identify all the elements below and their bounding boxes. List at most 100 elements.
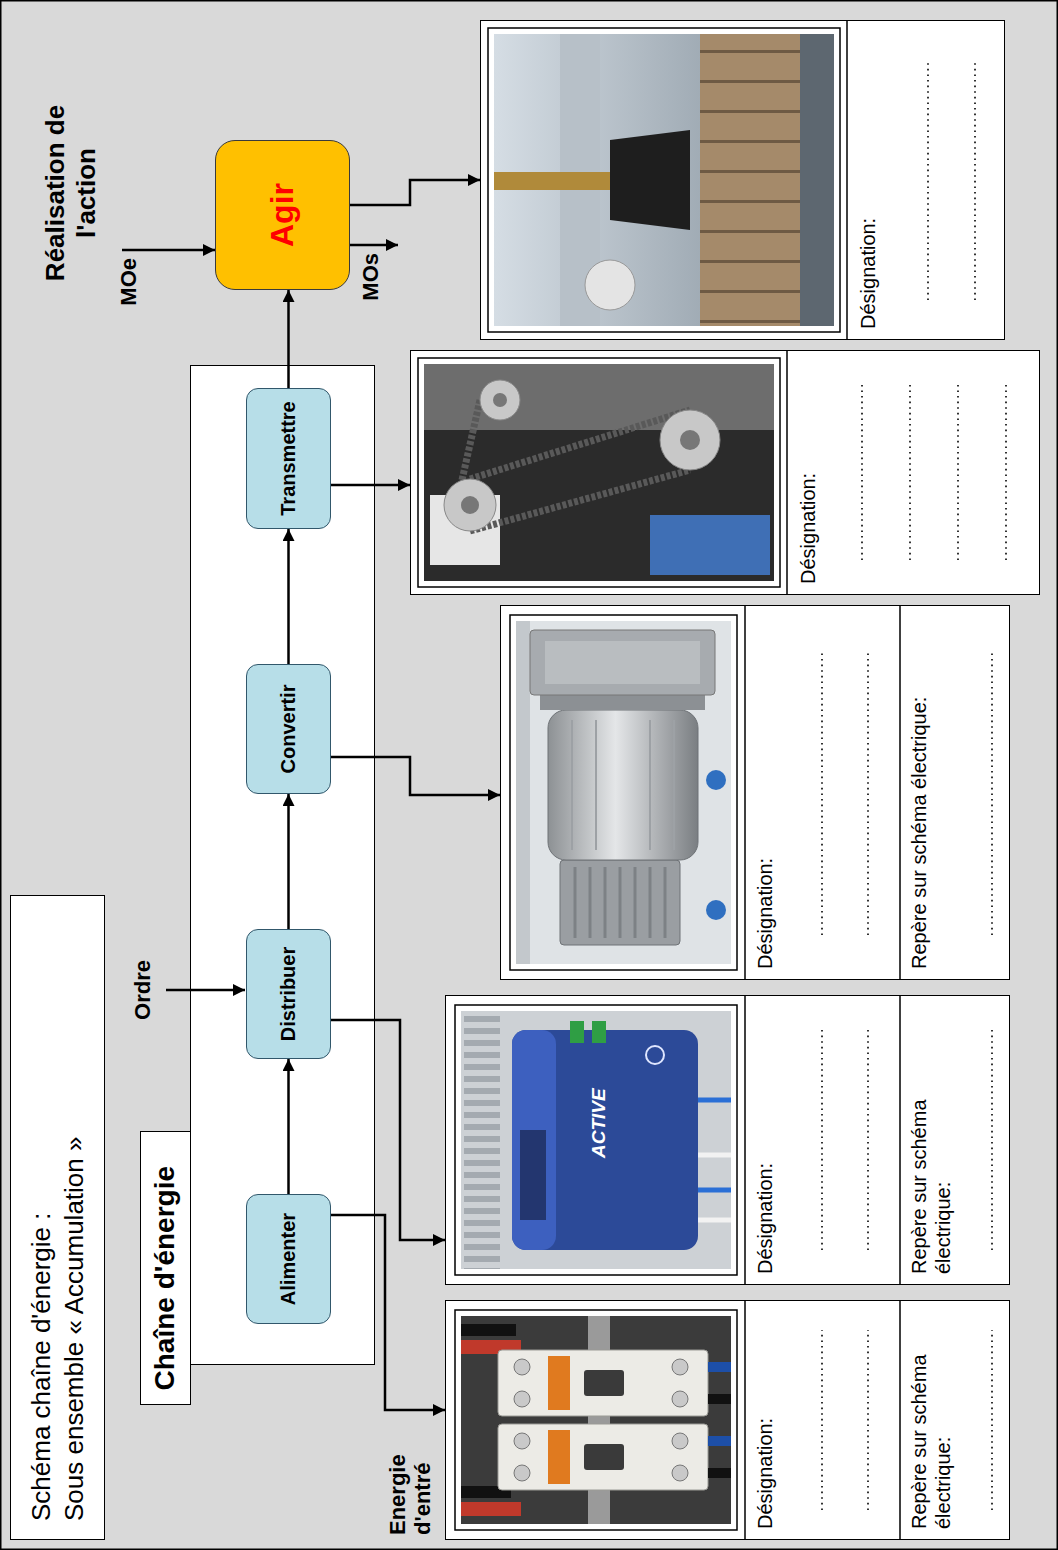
function-label: Distribuer <box>277 947 300 1041</box>
drive-photo-part <box>698 1100 731 1190</box>
chain-drive-photo-part <box>660 410 720 470</box>
breaker-photo-part <box>672 1433 688 1449</box>
photo-frame-part <box>510 615 737 970</box>
drive-photo-part <box>464 1011 500 1269</box>
fill-in-dots-part <box>867 650 869 935</box>
field-label: Désignation: <box>753 1007 777 1274</box>
breaker-photo <box>461 1316 731 1524</box>
group-heading: Chaîne d'énergie <box>141 1166 189 1391</box>
title-box: Schéma chaîne d'énergie : Sous ensemble … <box>10 895 105 1540</box>
drive-photo-part <box>520 1130 546 1220</box>
label-wrap: Ordre <box>130 935 156 1045</box>
function-box: Convertir <box>246 664 331 794</box>
breaker-photo-part <box>708 1468 731 1478</box>
fill-in-dots-part <box>957 385 959 560</box>
breaker-photo-part <box>548 1430 570 1484</box>
breaker-photo-part <box>461 1324 516 1336</box>
conveyor-photo <box>494 34 834 326</box>
signal-arrow-part <box>122 249 215 252</box>
gearmotor-photo-part <box>548 710 698 860</box>
connector-arrow <box>331 1215 445 1410</box>
gearmotor-photo-part <box>706 770 726 790</box>
fill-in-dots-part <box>909 385 911 560</box>
connector-arrow <box>350 180 480 205</box>
drive-photo <box>461 1011 731 1269</box>
label-wrap: MOe <box>116 258 142 328</box>
conveyor-photo-part <box>610 130 690 230</box>
connector-arrow <box>331 1020 445 1240</box>
breaker-photo-part <box>514 1433 530 1449</box>
connector-arrow <box>331 484 410 487</box>
connector-arrow <box>331 757 500 795</box>
breaker-photo-part <box>588 1316 610 1524</box>
gearmotor-photo-part <box>560 860 680 945</box>
breaker-photo-part <box>461 1316 731 1524</box>
breaker-photo-part <box>514 1465 530 1481</box>
breaker-photo-part <box>461 1502 521 1516</box>
gearmotor-photo <box>516 621 731 964</box>
annotation-label: MOe <box>116 258 142 328</box>
panel-row: Repère sur schéma électrique: <box>907 1007 955 1274</box>
drive-photo-part <box>592 1021 606 1043</box>
chain-drive-photo-part <box>680 430 700 450</box>
label-wrap: Réalisation de l'action <box>40 68 102 318</box>
chain-drive-photo-part <box>461 496 479 514</box>
drive-photo-part <box>461 1011 731 1269</box>
fill-in-dots-part <box>991 650 993 935</box>
drive-photo-part <box>512 1030 556 1250</box>
gearmotor-photo-part <box>575 867 665 938</box>
gearmotor-photo-part <box>516 621 731 964</box>
field-label: Désignation: <box>753 1312 777 1529</box>
annotation-label: Réalisation de l'action <box>40 68 102 318</box>
panel-row: Désignation: <box>856 32 880 329</box>
conveyor-photo-part <box>585 260 635 310</box>
connector-arrow <box>287 290 290 388</box>
label-wrap: ACTIVE <box>588 1028 610 1158</box>
panel-rule-part <box>744 605 746 980</box>
gearmotor-photo-part <box>540 695 705 710</box>
signal-arrow <box>122 245 398 990</box>
fill-in-dots-part <box>821 1030 823 1250</box>
field-label: Désignation: <box>796 362 820 584</box>
gearmotor-photo-part <box>572 720 674 850</box>
connector-arrow <box>287 529 290 664</box>
breaker-photo-part <box>708 1362 731 1372</box>
function-label: Transmettre <box>277 401 300 516</box>
fill-in-dots-part <box>974 60 976 300</box>
action-label: Agir <box>264 183 301 247</box>
breaker-photo-part <box>548 1356 570 1410</box>
breaker-photo-part <box>708 1436 731 1446</box>
chain-drive-photo-part <box>480 380 520 420</box>
gearmotor-photo-part <box>516 621 530 964</box>
label-wrap: Energie d'entré <box>385 1430 436 1535</box>
gearmotor-photo-part <box>706 900 726 920</box>
annotation-label: MOs <box>358 253 384 323</box>
panel-rule-part <box>744 995 746 1285</box>
function-label: Convertir <box>277 685 300 774</box>
connector-arrow <box>287 794 290 929</box>
panel-rule-part <box>899 995 901 1285</box>
breaker-photo-part <box>672 1359 688 1375</box>
line-spacer <box>25 1081 45 1156</box>
title-wrap: Schéma chaîne d'énergie : Sous ensemble … <box>25 1081 90 1521</box>
annotation-label: Energie d'entré <box>385 1430 436 1535</box>
field-label: Repère sur schéma électrique: <box>907 1007 955 1274</box>
panel-row: Désignation: <box>753 1312 777 1529</box>
panel-rule-part <box>899 1300 901 1540</box>
function-label: Alimenter <box>277 1213 300 1305</box>
fill-in-dots-part <box>927 60 929 300</box>
breaker-photo-part <box>584 1444 624 1470</box>
breaker-photo-part <box>708 1394 731 1404</box>
action-box: Agir <box>215 140 350 290</box>
panel-rule-part <box>744 1300 746 1540</box>
chain-drive-photo-part <box>424 364 774 581</box>
panel-row: Repère sur schéma électrique: <box>907 1312 955 1529</box>
field-label: Désignation: <box>856 32 880 329</box>
photo-frame <box>418 28 840 1530</box>
drive-photo-part <box>570 1021 584 1043</box>
signal-arrow-part <box>350 244 398 247</box>
chain-drive-photo-part <box>493 393 507 407</box>
signal-arrow-part <box>166 989 245 992</box>
